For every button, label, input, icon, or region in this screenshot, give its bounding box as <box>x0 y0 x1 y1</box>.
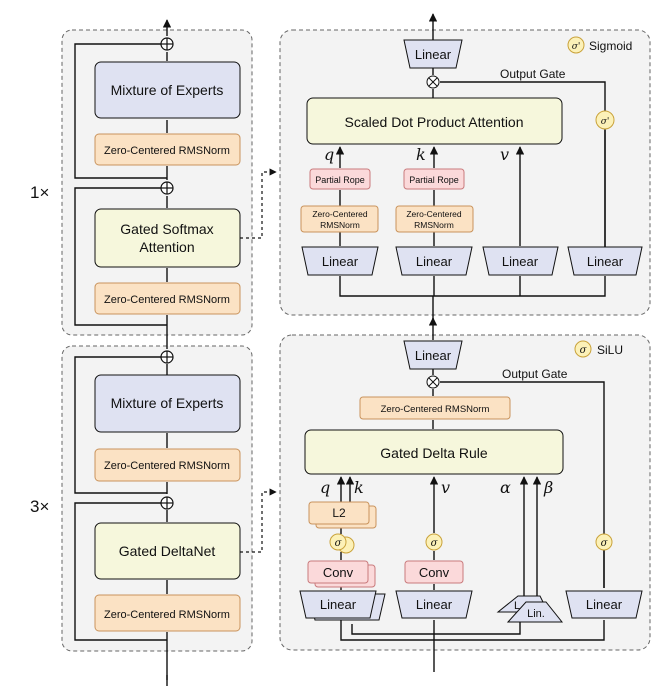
k-norm-line2: RMSNorm <box>414 220 454 230</box>
norm-top-b-label: Zero-Centered RMSNorm <box>104 294 230 306</box>
k-norm-line1: Zero-Centered <box>406 209 462 219</box>
l2-label: L2 <box>332 506 346 520</box>
gate-linear-label: Linear <box>587 254 624 269</box>
qk-linear <box>299 590 377 619</box>
norm-top-a <box>94 133 241 166</box>
gate-linear-delta <box>565 590 643 619</box>
attn-gate-sigmoid-icon <box>595 110 615 130</box>
delta-k-label: k <box>354 478 364 497</box>
attn-out-linear-label: Linear <box>415 47 452 62</box>
sigmoid-legend-symbol: σ' <box>572 42 581 52</box>
moe-label-top: Mixture of Experts <box>111 82 224 98</box>
silu-legend-label: SiLU <box>597 343 623 357</box>
q-linear-label: Linear <box>322 254 359 269</box>
v-conv-label: Conv <box>419 565 450 580</box>
sigmoid-legend-label: Sigmoid <box>589 39 632 53</box>
qk-linear-label: Linear <box>320 597 357 612</box>
silu-legend-symbol: σ <box>580 345 588 356</box>
norm-top-b <box>94 282 241 315</box>
norm-top-a-label: Zero-Centered RMSNorm <box>104 145 230 157</box>
gated-deltanet-label: Gated DeltaNet <box>119 543 216 559</box>
v-linear <box>482 246 559 276</box>
gated-delta-rule-box <box>304 429 564 475</box>
qk-conv-box <box>307 560 369 584</box>
sigmoid-legend-icon <box>567 36 585 54</box>
moe-box-bottom <box>94 374 241 433</box>
v-linear-delta <box>395 590 473 619</box>
bottom-multiplier: 3× <box>30 497 49 516</box>
v-silu-symbol: σ <box>431 538 439 549</box>
gated-softmax-line2: Attention <box>139 239 194 255</box>
moe-label-bottom: Mixture of Experts <box>111 395 224 411</box>
k-rope-label: Partial Rope <box>409 175 459 185</box>
delta-out-linear-label: Linear <box>415 348 452 363</box>
attn-out-linear <box>403 39 463 69</box>
gated-softmax-box <box>94 208 241 268</box>
delta-output-gate-label: Output Gate <box>502 367 568 381</box>
v-linear-delta-label: Linear <box>416 597 453 612</box>
gate-linear <box>567 246 643 276</box>
q-norm-line2: RMSNorm <box>320 220 360 230</box>
beta-lin-box <box>506 601 564 623</box>
v-linear-label: Linear <box>502 254 539 269</box>
delta-alpha-label: α <box>500 478 511 497</box>
delta-out-linear <box>403 340 463 370</box>
qk-silu-symbol: σ <box>335 538 343 549</box>
q-rope-box <box>309 168 371 190</box>
qk-silu-icon <box>329 533 347 551</box>
sdpa-box <box>306 97 563 145</box>
k-linear <box>395 246 473 276</box>
k-linear-label: Linear <box>416 254 453 269</box>
attn-v-label: v <box>500 145 509 164</box>
delta-q-label: q <box>320 478 330 497</box>
attn-k-label: k <box>416 145 426 164</box>
attn-output-gate-label: Output Gate <box>500 67 566 81</box>
moe-box-top <box>94 61 241 119</box>
beta-lin-label: Lin. <box>527 608 545 620</box>
attn-gate-symbol: σ' <box>601 117 610 127</box>
v-silu-icon <box>425 533 443 551</box>
delta-norm-box <box>359 396 511 420</box>
norm-bottom-a <box>94 448 241 482</box>
l2-box <box>308 501 370 525</box>
norm-bottom-b <box>94 594 241 632</box>
gate-linear-delta-label: Linear <box>586 597 623 612</box>
k-rope-box <box>403 168 465 190</box>
top-multiplier: 1× <box>30 183 49 202</box>
alpha-lin-label: L <box>514 600 520 612</box>
norm-bottom-a-label: Zero-Centered RMSNorm <box>104 460 230 472</box>
q-norm-box <box>300 205 379 233</box>
sdpa-label: Scaled Dot Product Attention <box>345 114 524 130</box>
delta-v-label: v <box>441 478 450 497</box>
k-norm-box <box>395 205 474 233</box>
gated-delta-rule-label: Gated Delta Rule <box>380 445 488 461</box>
q-linear <box>301 246 379 276</box>
attn-q-label: q <box>324 145 334 164</box>
gate-silu-icon <box>595 533 613 551</box>
delta-beta-label: β <box>543 478 553 497</box>
gated-softmax-line1: Gated Softmax <box>120 221 213 237</box>
v-conv-box <box>404 560 464 584</box>
q-norm-line1: Zero-Centered <box>312 209 368 219</box>
q-rope-label: Partial Rope <box>315 175 365 185</box>
qk-conv-label: Conv <box>323 565 354 580</box>
norm-bottom-b-label: Zero-Centered RMSNorm <box>104 609 230 621</box>
delta-norm-label: Zero-Centered RMSNorm <box>381 404 490 415</box>
silu-legend-icon <box>574 340 592 358</box>
gate-silu-symbol: σ <box>601 538 609 549</box>
gated-deltanet-box <box>94 522 241 580</box>
